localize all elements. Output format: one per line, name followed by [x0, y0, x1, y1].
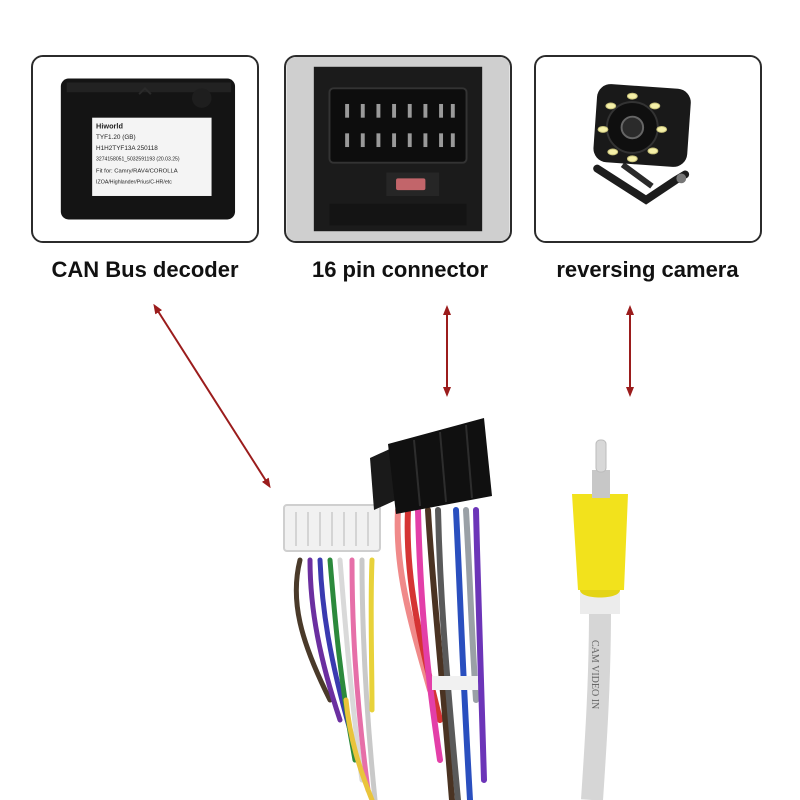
arrow-decoder-to-plug	[153, 303, 271, 489]
decoder-label-line: Fit for: Camry/RAV4/COROLLA	[96, 168, 178, 174]
decoder-label	[92, 117, 212, 196]
caption-can-bus-decoder: CAN Bus decoder	[51, 257, 239, 282]
decoder-label-line: IZOA/Highlander/Prius/C-HR/etc	[96, 179, 172, 185]
can-bus-decoder-image: Hiworld TYF1.20 (GB) H1H2TYF13A 250118 3…	[33, 57, 257, 241]
connector-image	[286, 57, 510, 241]
cable-tie	[432, 676, 478, 690]
decoder-label-line: 3274158051_5032591193 (20.03.25)	[96, 157, 180, 163]
rca-pin	[595, 439, 607, 473]
caption-16-pin-connector: 16 pin connector	[311, 257, 489, 282]
rca-plug-yellow	[572, 494, 628, 590]
middle-wire-bundle	[394, 507, 487, 800]
connector-panel	[284, 55, 512, 243]
decoder-label-line: TYF1.20 (GB)	[96, 134, 136, 141]
can-bus-decoder-panel: Hiworld TYF1.20 (GB) H1H2TYF13A 250118 3…	[31, 55, 259, 243]
decoder-label-line: Hiworld	[96, 121, 123, 130]
fuse-icon	[396, 178, 426, 191]
reversing-camera-image	[536, 57, 760, 241]
decoder-label-line: H1H2TYF13A 250118	[96, 145, 158, 152]
caption-reversing-camera: reversing camera	[556, 257, 739, 282]
camera-panel	[534, 55, 762, 243]
rca-cable	[581, 609, 611, 800]
left-wire-bundle	[293, 557, 378, 800]
cable-print: CAM VIDEO IN	[589, 640, 600, 709]
